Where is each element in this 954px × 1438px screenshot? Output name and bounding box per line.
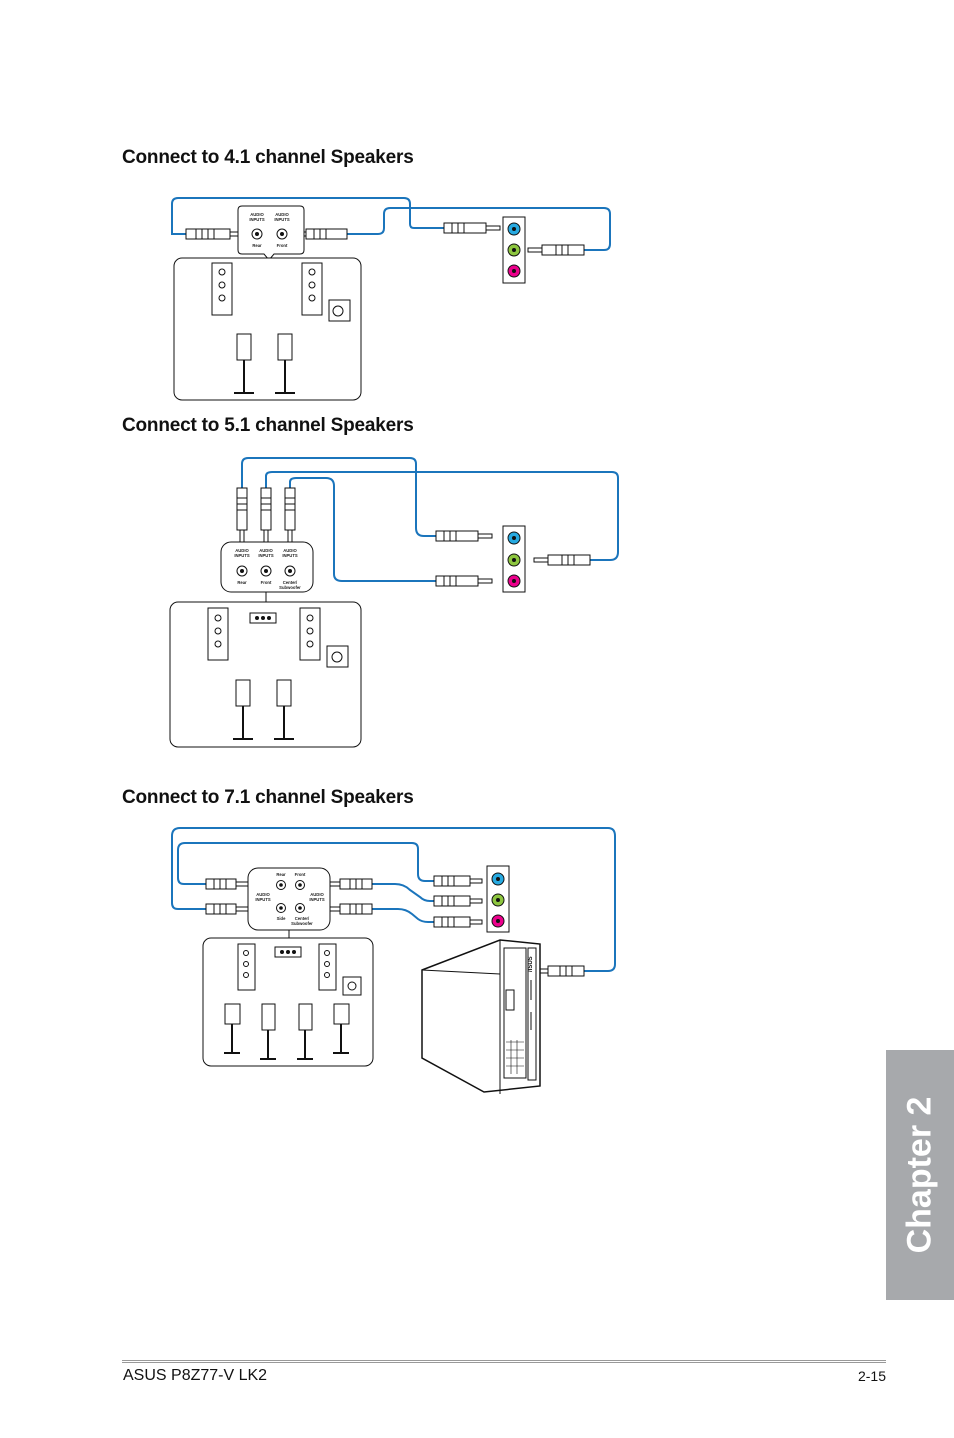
section-title-7-1: Connect to 7.1 channel Speakers xyxy=(122,787,414,808)
plug-pc-front-4-1 xyxy=(527,244,585,256)
svg-text:AUDIO: AUDIO xyxy=(259,548,273,553)
pc-audio-panel-5-1 xyxy=(502,525,526,593)
svg-text:INPUTS: INPUTS xyxy=(258,553,274,558)
section-title-4-1: Connect to 4.1 channel Speakers xyxy=(122,147,414,168)
jack-header-2: AUDIO xyxy=(275,212,289,217)
jack-label-rear-7-1: Rear xyxy=(276,872,286,877)
plug-pc-rear-5-1 xyxy=(435,530,493,542)
plugs-pc-7-1 xyxy=(433,875,585,977)
plugs-right-7-1 xyxy=(327,878,373,915)
diagram-4-1-speakers: AUDIO INPUTS AUDIO INPUTS Rear Front xyxy=(171,197,611,401)
svg-text:AUDIO: AUDIO xyxy=(310,892,324,897)
jack-header-1: AUDIO xyxy=(250,212,264,217)
speaker-set-5-1 xyxy=(169,601,362,748)
section-title-5-1: Connect to 5.1 channel Speakers xyxy=(122,415,414,436)
vertical-plugs-5-1 xyxy=(236,487,296,543)
svg-text:Subwoofer: Subwoofer xyxy=(279,585,301,590)
speaker-input-box-7-1: Rear Front AUDIO INPUTS AUDIO INPUTS Sid… xyxy=(247,867,331,938)
svg-text:INPUTS: INPUTS xyxy=(274,217,290,222)
svg-text:INPUTS: INPUTS xyxy=(249,217,265,222)
plugs-left-7-1 xyxy=(205,878,249,915)
pc-audio-panel-7-1 xyxy=(486,865,510,933)
pc-tower: /ISUS xyxy=(421,939,541,1094)
chapter-tab-label: Chapter 2 xyxy=(900,1096,939,1254)
jack-label-front: Front xyxy=(277,243,288,248)
svg-text:Center/: Center/ xyxy=(283,580,298,585)
speaker-input-box-5-1: AUDIO INPUTS AUDIO INPUTS AUDIO INPUTS R… xyxy=(220,541,314,602)
footer-product-name: ASUS P8Z77-V LK2 xyxy=(123,1367,268,1384)
pc-audio-panel-4-1 xyxy=(502,216,526,284)
jack-label-front-7-1: Front xyxy=(295,872,306,877)
speaker-input-box-4-1: AUDIO INPUTS AUDIO INPUTS Rear Front xyxy=(237,205,305,261)
svg-text:Front: Front xyxy=(261,580,272,585)
jack-label-side-7-1: Side xyxy=(277,916,287,921)
speaker-set-4-1 xyxy=(173,257,362,401)
svg-text:INPUTS: INPUTS xyxy=(309,897,325,902)
plug-rear-4-1 xyxy=(185,228,243,240)
plug-pc-front-5-1 xyxy=(533,554,591,566)
chapter-tab: Chapter 2 xyxy=(886,1050,954,1300)
speaker-set-7-1 xyxy=(202,937,374,1067)
svg-text:INPUTS: INPUTS xyxy=(255,897,271,902)
svg-text:AUDIO: AUDIO xyxy=(283,548,297,553)
svg-text:Subwoofer: Subwoofer xyxy=(291,921,313,926)
plug-pc-center-5-1 xyxy=(435,575,493,587)
svg-text:INPUTS: INPUTS xyxy=(282,553,298,558)
plug-pc-rear-4-1 xyxy=(443,222,501,234)
svg-text:AUDIO: AUDIO xyxy=(235,548,249,553)
svg-text:AUDIO: AUDIO xyxy=(256,892,270,897)
svg-text:/ISUS: /ISUS xyxy=(528,956,534,972)
jack-label-rear: Rear xyxy=(252,243,262,248)
svg-text:INPUTS: INPUTS xyxy=(234,553,250,558)
footer-divider xyxy=(122,1360,886,1363)
svg-text:Center/: Center/ xyxy=(295,916,310,921)
footer-page-number: 2-15 xyxy=(857,1368,886,1384)
svg-text:Rear: Rear xyxy=(237,580,247,585)
diagram-7-1-speakers: Rear Front AUDIO INPUTS AUDIO INPUTS Sid… xyxy=(171,827,616,1094)
diagram-5-1-speakers: AUDIO INPUTS AUDIO INPUTS AUDIO INPUTS R… xyxy=(169,457,619,748)
